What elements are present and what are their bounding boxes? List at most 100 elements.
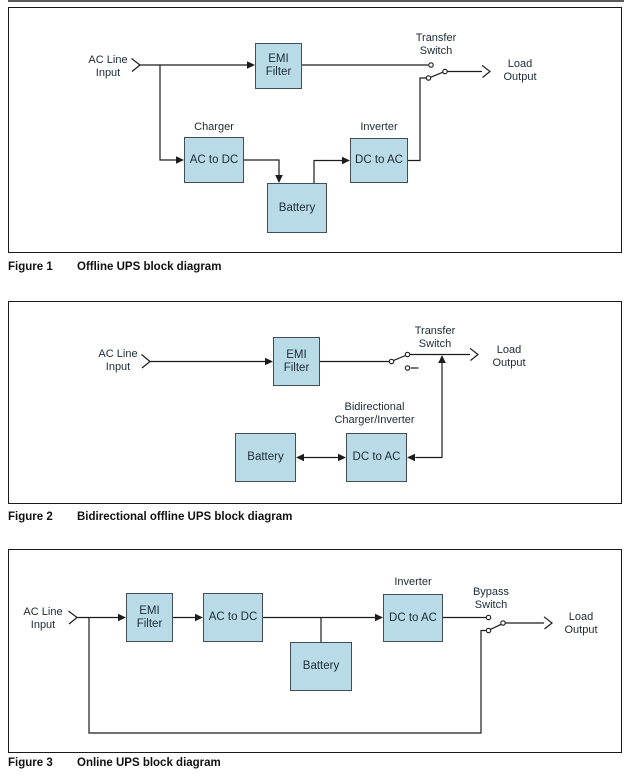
figure-3-diagram: AC Line Input EMI Filter AC to DC Batter… xyxy=(8,549,622,753)
ac-to-dc-box: AC to DC xyxy=(184,137,244,183)
wire xyxy=(159,65,177,161)
label-line: AC Line xyxy=(88,54,128,66)
transfer-switch-label: Transfer Switch xyxy=(407,325,463,351)
bidirectional-charger-inverter-label: Bidirectional Charger/Inverter xyxy=(324,401,425,427)
label-line: Load xyxy=(496,344,522,356)
box-label-line: Battery xyxy=(247,451,284,463)
ac-line-input-label: AC Line Input xyxy=(86,54,130,80)
emi-filter-box: EMI Filter xyxy=(273,337,320,386)
wire xyxy=(415,362,443,459)
figure-3-caption-title: Online UPS block diagram xyxy=(77,757,221,769)
figure-1-frame xyxy=(8,7,622,253)
wire xyxy=(313,159,343,183)
switch-blade xyxy=(430,71,444,78)
box-label-line: EMI xyxy=(286,348,307,361)
battery-box: Battery xyxy=(290,642,352,691)
arrowhead-icon xyxy=(438,355,446,363)
inverter-label: Inverter xyxy=(383,576,443,589)
figure-3-frame xyxy=(8,549,622,753)
arrowhead-icon xyxy=(342,156,350,165)
dc-to-ac-box: DC to AC xyxy=(350,138,408,183)
switch-contact-icon xyxy=(404,351,411,358)
box-label-line: AC to DC xyxy=(208,611,258,623)
label-line: Output xyxy=(492,357,526,369)
switch-contact-icon xyxy=(485,627,492,634)
figure-2-frame xyxy=(8,301,622,504)
label-line: Output xyxy=(564,624,598,636)
load-output-label: Load Output xyxy=(553,611,609,637)
figure-1-caption: Figure 1 Offline UPS block diagram xyxy=(8,261,221,273)
arrowhead-icon xyxy=(247,61,255,69)
figure-3-caption-label: Figure 3 xyxy=(8,757,53,769)
box-label-line: EMI xyxy=(139,604,160,617)
label-line: AC Line xyxy=(23,606,63,618)
label-line: AC Line xyxy=(98,348,138,360)
arrowhead-icon xyxy=(195,613,203,622)
charger-label: Charger xyxy=(184,121,244,134)
label-line: Bidirectional xyxy=(344,401,405,413)
inverter-label: Inverter xyxy=(350,121,408,134)
box-label-line: DC to AC xyxy=(355,154,403,166)
label-line: Output xyxy=(503,71,537,83)
figure-3-wires xyxy=(68,610,553,734)
switch-contact-icon xyxy=(425,75,432,81)
wire xyxy=(244,159,280,175)
figure-1-caption-title: Offline UPS block diagram xyxy=(77,261,222,273)
transfer-switch-icon xyxy=(425,62,448,81)
figure-1-caption-label: Figure 1 xyxy=(8,261,53,273)
output-chevron-icon xyxy=(543,616,553,630)
transfer-switch-label: Transfer Switch xyxy=(408,32,464,58)
label-line: Input xyxy=(30,619,56,631)
input-chevron-icon xyxy=(141,354,151,369)
box-label-line: EMI xyxy=(268,53,289,65)
arrowhead-icon xyxy=(275,175,283,183)
battery-box: Battery xyxy=(235,433,296,482)
input-chevron-icon xyxy=(68,610,78,625)
ac-line-input-label: AC Line Input xyxy=(96,348,140,374)
label-line: Transfer xyxy=(415,32,457,44)
emi-filter-box: EMI Filter xyxy=(255,43,302,89)
box-label-line: Filter xyxy=(265,66,292,78)
label-line: Transfer xyxy=(414,325,456,337)
label-line: Input xyxy=(105,361,131,373)
input-chevron-icon xyxy=(131,58,141,72)
switch-blade xyxy=(490,623,502,630)
box-label-line: DC to AC xyxy=(389,611,437,624)
label-line: Bypass xyxy=(472,586,510,598)
ac-line-input-label: AC Line Input xyxy=(21,606,65,632)
switch-blade xyxy=(393,354,406,362)
output-chevron-icon xyxy=(469,347,479,361)
figure-2-caption: Figure 2 Bidirectional offline UPS block… xyxy=(8,511,292,523)
dc-to-ac-box: DC to AC xyxy=(383,594,443,642)
bypass-feedback-wire xyxy=(88,617,487,734)
switch-contact-icon xyxy=(485,614,492,621)
label-line: Switch xyxy=(474,599,508,611)
label-line: Input xyxy=(95,67,121,79)
label-line: Load xyxy=(568,611,594,623)
ac-to-dc-box: AC to DC xyxy=(203,593,263,642)
figure-1-diagram: AC Line Input EMI Filter Charger AC to D… xyxy=(8,7,622,253)
load-output-label: Load Output xyxy=(492,58,548,84)
box-label-line: AC to DC xyxy=(189,153,239,166)
label-line: Switch xyxy=(419,45,453,57)
page-top-rule xyxy=(8,0,624,2)
arrowhead-icon xyxy=(375,613,383,622)
box-label-line: Battery xyxy=(302,660,340,672)
emi-filter-box: EMI Filter xyxy=(126,593,173,642)
switch-contact-icon xyxy=(404,365,411,371)
arrowhead-icon xyxy=(296,453,304,462)
transfer-switch-icon xyxy=(388,351,419,371)
arrowhead-icon xyxy=(265,357,273,366)
arrowhead-icon xyxy=(338,453,346,462)
switch-contact-icon xyxy=(428,62,434,68)
figure-2-caption-title: Bidirectional offline UPS block diagram xyxy=(77,511,293,523)
bypass-switch-icon xyxy=(485,614,506,634)
load-output-label: Load Output xyxy=(481,344,537,370)
arrowhead-icon xyxy=(407,453,415,462)
battery-box: Battery xyxy=(267,183,327,233)
label-line: Charger/Inverter xyxy=(334,414,415,426)
figure-1-wires xyxy=(131,58,491,183)
switch-contact-icon xyxy=(442,68,448,75)
box-label-line: DC to AC xyxy=(352,451,401,463)
